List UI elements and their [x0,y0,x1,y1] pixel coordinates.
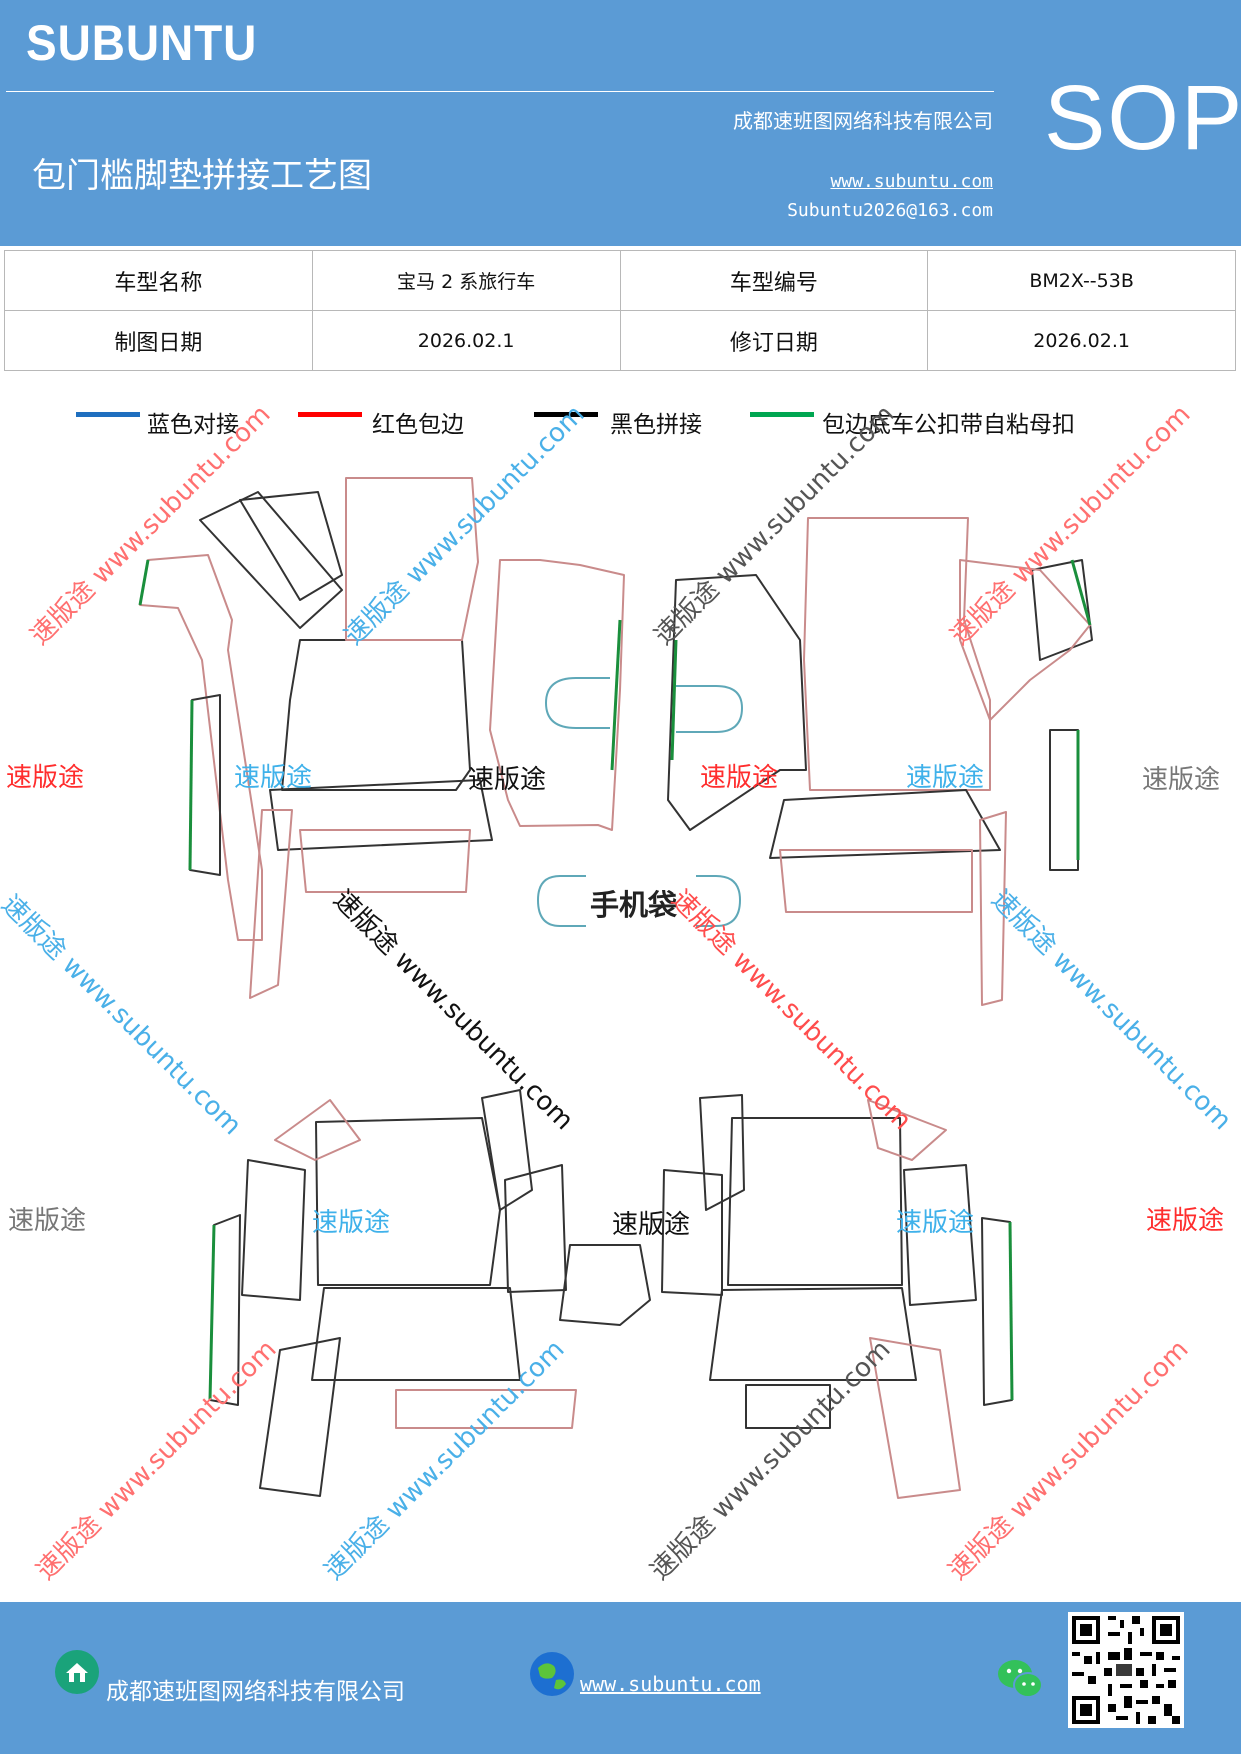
mat-piece [274,1099,361,1161]
mat-piece [199,491,343,629]
legend-swatch [534,412,598,417]
table-row: 制图日期 2026.02.1 修订日期 2026.02.1 [4,310,1236,371]
header-company: 成都速班图网络科技有限公司 [733,109,993,133]
watermark-brand: 速版途 [8,1206,87,1236]
blue-joint-line [536,875,586,927]
model-code-label: 车型编号 [619,250,929,311]
mat-piece [959,559,1091,721]
green-edge [1008,1221,1014,1401]
legend-label: 红色包边 [372,412,464,438]
header-divider [6,91,994,92]
legend-label: 蓝色对接 [147,412,239,438]
green-edge [138,559,150,606]
blue-joint-line [544,677,610,729]
green-edge [188,699,194,871]
mat-piece [241,1159,306,1301]
mat-piece [249,809,293,999]
mat-piece [745,1384,831,1429]
footer-company: 成都速班图网络科技有限公司 [106,1679,405,1705]
legend-swatch [76,412,140,417]
header-email[interactable]: Subuntu2026@163.com [787,200,993,221]
mat-piece [803,517,991,791]
legend-label: 包边底车公扣带自粘母扣 [822,412,1075,438]
footer-website-link[interactable]: www.subuntu.com [580,1672,761,1696]
mat-piece [299,829,471,893]
mat-piece [395,1389,577,1429]
draw-date-label: 制图日期 [4,310,313,371]
blue-joint-line [696,875,742,927]
green-edge [1070,559,1092,626]
mat-piece [667,574,807,831]
watermark-brand: 速版途 [612,1210,691,1240]
mat-piece [867,1099,947,1161]
model-name-value: 宝马 2 系旅行车 [311,250,621,311]
header-website-link[interactable]: www.subuntu.com [830,171,993,192]
mat-piece [311,1287,521,1381]
mat-piece [779,849,973,913]
brand-logo-text: SUBUNTU [26,15,258,71]
draw-date-value: 2026.02.1 [311,310,621,371]
green-edge [208,1224,216,1401]
mat-piece [189,694,221,876]
mat-piece [979,811,1007,1006]
wechat-icon [996,1657,1044,1705]
revise-date-label: 修订日期 [619,310,929,371]
phone-bag-label: 手机袋 [590,888,678,922]
watermark-brand: 速版途 [234,763,313,793]
qr-code-icon [1068,1612,1184,1732]
mat-piece [489,559,625,831]
blue-joint-line [676,685,744,733]
home-icon [54,1649,100,1699]
mat-piece [869,1337,961,1499]
mat-piece [481,1089,533,1211]
mat-piece [981,1217,1013,1406]
watermark-brand: 速版途 [906,763,985,793]
watermark-brand: 速版途 [312,1208,391,1238]
model-name-label: 车型名称 [4,250,313,311]
page-title: 包门槛脚垫拼接工艺图 [32,156,372,196]
mat-piece [1049,729,1079,871]
watermark-brand: 速版途 [896,1208,975,1238]
model-code-value: BM2X--53B [927,250,1236,311]
watermark-brand: 速版途 [468,765,547,795]
mat-piece [727,1117,903,1286]
legend-swatch [750,412,814,417]
mat-piece [903,1164,977,1306]
header-banner: SUBUNTU 包门槛脚垫拼接工艺图 成都速班图网络科技有限公司 www.sub… [0,0,1241,246]
green-edge [610,619,622,771]
watermark-brand: 速版途 [1146,1206,1225,1236]
mat-piece [259,1337,341,1497]
table-row: 车型名称 宝马 2 系旅行车 车型编号 BM2X--53B [4,250,1236,311]
legend: 蓝色对接 红色包边 黑色拼接 包边底车公扣带自粘母扣 [0,405,1241,445]
mat-piece [315,1117,501,1286]
watermark-brand: 速版途 [1142,765,1221,795]
mat-piece [345,477,479,641]
mat-piece [709,1287,917,1381]
sop-badge: SOP [1044,67,1241,169]
revise-date-value: 2026.02.1 [927,310,1236,371]
mat-piece [239,491,343,601]
watermark-brand: 速版途 [700,763,779,793]
watermark-brand: 速版途 [6,763,85,793]
mat-piece [1031,559,1093,661]
mat-piece [559,1244,651,1326]
footer-banner: 成都速班图网络科技有限公司 www.subuntu.com [0,1602,1241,1754]
legend-label: 黑色拼接 [610,412,702,438]
mat-piece [769,789,1001,859]
info-table: 车型名称 宝马 2 系旅行车 车型编号 BM2X--53B 制图日期 2026.… [4,250,1236,371]
green-edge [670,639,678,761]
mat-piece [504,1164,567,1293]
mat-piece [139,554,263,941]
mat-piece [269,779,493,851]
mat-splice-diagram [138,477,1093,1499]
globe-icon [528,1650,576,1702]
legend-swatch [298,412,362,417]
